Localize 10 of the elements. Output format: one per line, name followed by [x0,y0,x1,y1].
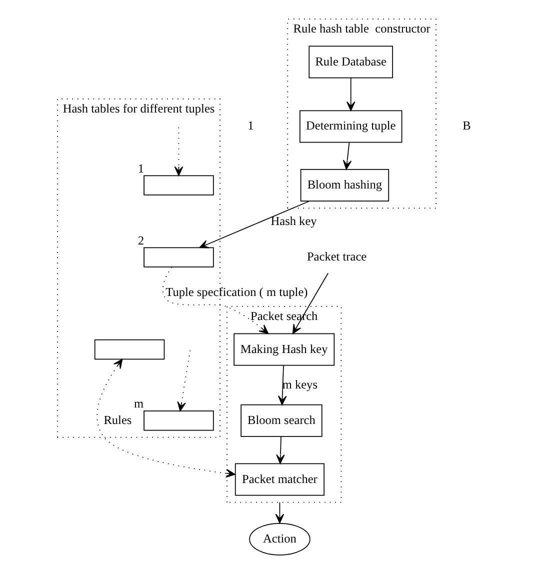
node-text: Packet trace [306,250,367,264]
node-label: m [134,396,144,411]
edge-label: Rules [104,412,132,427]
edge-label: Hash key [270,214,317,228]
label: B [462,118,471,133]
edge-label: m keys [282,377,318,392]
node-label: 2 [138,233,144,248]
edge-label: Tuple specfication ( m tuple) [166,285,308,300]
node-label: 1 [138,161,144,176]
label: 1 [248,118,254,133]
